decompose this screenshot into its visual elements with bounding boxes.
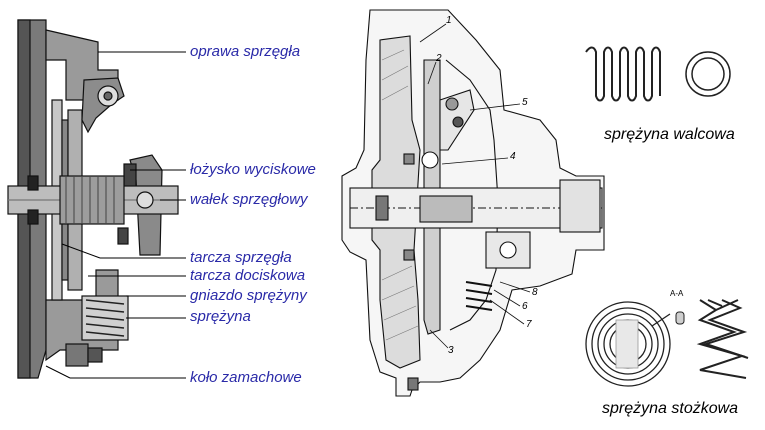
label-spring: sprężyna [190,308,251,325]
part-number-3: 3 [448,345,454,356]
part-number-4: 4 [510,151,516,162]
label-release-bearing: łożysko wyciskowe [190,161,316,178]
part-number-1: 1 [446,15,452,26]
part-number-8: 8 [532,287,538,298]
part-number-5: 5 [522,97,528,108]
section-aa [675,311,685,325]
coil-spring-end [685,51,731,97]
label-clutch-disc: tarcza sprzęgła [190,249,292,266]
label-spring-seat: gniazdo sprężyny [190,287,307,304]
caption-coil-spring: sprężyna walcowa [604,126,735,143]
part-number-7: 7 [526,319,532,330]
part-number-2: 2 [436,53,442,64]
label-housing: oprawa sprzęgła [190,43,301,60]
label-flywheel: koło zamachowe [190,369,302,386]
conical-spring-side [696,299,749,379]
label-clutch-shaft: wałek sprzęgłowy [190,191,308,208]
label-section-aa: A-A [670,289,684,298]
coil-spring-side [585,46,661,102]
label-pressure-plate: tarcza dociskowa [190,267,306,284]
part-number-6: 6 [522,301,528,312]
conical-spring-top [585,301,671,387]
caption-conical-spring: sprężyna stożkowa [602,400,739,417]
